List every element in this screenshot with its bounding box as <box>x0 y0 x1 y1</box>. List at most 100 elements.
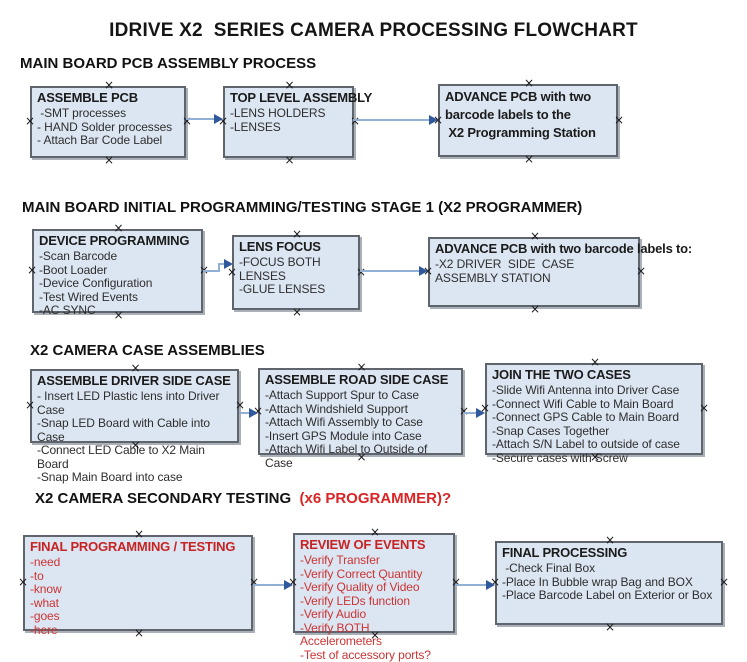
anchor-x-icon <box>370 527 379 536</box>
arrow-line <box>455 584 488 586</box>
flow-box-join-the-two-cases: JOIN THE TWO CASES -Slide Wifi Antenna i… <box>485 363 703 464</box>
connector-arrow <box>186 114 223 124</box>
flow-box-title: ADVANCE PCB with two barcode labels to t… <box>445 89 596 140</box>
connector-elbow-arrow <box>203 259 233 275</box>
flow-step-item: -Verify LEDs function <box>300 593 410 608</box>
section-header-secondary-testing: X2 CAMERA SECONDARY TESTING (x6 PROGRAMM… <box>35 490 451 507</box>
flow-step-item: -Snap Main Board into case <box>37 470 183 484</box>
flow-box-advance-pcb-programming-station: ADVANCE PCB with two barcode labels to t… <box>438 84 618 157</box>
flow-step-item: -Test of accessory ports? <box>300 647 431 662</box>
arrow-head-icon <box>429 115 438 125</box>
arrow-line <box>218 263 220 272</box>
flow-step-item: -LENSES <box>230 119 281 134</box>
arrow-line <box>218 263 226 265</box>
anchor-x-icon <box>27 265 36 274</box>
anchor-x-icon <box>530 231 539 240</box>
page-title: IDRIVE X2 SERIES CAMERA PROCESSING FLOWC… <box>109 20 638 41</box>
arrow-head-icon <box>214 114 223 124</box>
flow-step-item: -what <box>30 595 59 610</box>
flow-step-item: -AC SYNC <box>39 303 96 317</box>
flow-box-title: JOIN THE TWO CASES <box>492 367 631 382</box>
connector-arrow <box>353 115 438 125</box>
connector-arrow <box>239 408 258 418</box>
arrow-line <box>360 270 421 272</box>
anchor-x-icon <box>636 266 645 275</box>
anchor-x-icon <box>699 403 708 412</box>
flow-step-item: -Verify Quality of Video <box>300 580 420 594</box>
flow-step-item: -Snap LED Board with Cable into Case <box>37 416 214 444</box>
flow-box-title: FINAL PROGRAMMING / TESTING <box>30 539 236 554</box>
flow-step-item: -Secure cases with Screw <box>492 450 628 465</box>
flow-step-item: -Verify Audio <box>300 607 367 621</box>
flow-box-title: TOP LEVEL ASSEMBLY <box>230 90 373 105</box>
flow-box-top-level-assembly: TOP LEVEL ASSEMBLY -LENS HOLDERS -LENSES <box>223 86 373 158</box>
section-header-case-assemblies: X2 CAMERA CASE ASSEMBLIES <box>30 342 265 359</box>
flow-step-item: -Place Barcode Label on Exterior or Box <box>502 588 713 602</box>
anchor-x-icon <box>590 357 599 366</box>
flow-step-item: -GLUE LENSES <box>239 282 326 296</box>
flow-box-title: ASSEMBLE DRIVER SIDE CASE <box>37 373 231 388</box>
anchor-x-icon <box>530 304 539 313</box>
arrow-line <box>186 118 216 120</box>
flow-step-item: -Verify Transfer <box>300 553 380 567</box>
anchor-x-icon <box>605 535 614 544</box>
flow-box-device-programming: DEVICE PROGRAMMING -Scan Barcode -Boot L… <box>32 229 203 317</box>
anchor-x-icon <box>285 155 294 164</box>
arrow-head-icon <box>284 580 293 590</box>
flow-step-item: - HAND Solder processes <box>37 119 173 134</box>
arrow-head-icon <box>249 408 258 418</box>
arrow-line <box>203 270 220 272</box>
flow-box-final-programming-testing: FINAL PROGRAMMING / TESTING -need -to -k… <box>23 535 253 636</box>
anchor-x-icon <box>292 307 301 316</box>
flow-box-review-of-events: REVIEW OF EVENTS -Verify Transfer -Verif… <box>293 533 455 661</box>
anchor-x-icon <box>605 622 614 631</box>
anchor-x-icon <box>25 400 34 409</box>
anchor-x-icon <box>18 577 27 586</box>
arrow-line <box>239 412 251 414</box>
flow-box-title: DEVICE PROGRAMMING <box>39 233 190 248</box>
flow-step-item: -Device Configuration <box>39 276 153 290</box>
flow-step-item: -need <box>30 555 61 569</box>
flow-step-item: -Scan Barcode <box>39 249 118 263</box>
flow-step-item: - Attach Bar Code Label <box>37 133 163 147</box>
arrow-line <box>253 584 286 586</box>
anchor-x-icon <box>524 78 533 87</box>
anchor-x-icon <box>357 362 366 371</box>
flow-step-item: -Attach Support Spur to Case <box>265 388 419 402</box>
anchor-x-icon <box>524 154 533 163</box>
flow-step-item: -X2 DRIVER SIDE CASE ASSEMBLY STATION <box>435 257 580 285</box>
flow-box-final-processing: FINAL PROCESSING -Check Final Box -Place… <box>495 541 723 625</box>
flow-box-title: REVIEW OF EVENTS <box>300 537 426 552</box>
flow-box-title: ADVANCE PCB with two barcode labels to: <box>435 241 693 256</box>
anchor-x-icon <box>104 80 113 89</box>
flow-step-item: -Slide Wifi Antenna into Driver Case <box>492 383 680 397</box>
arrow-line <box>353 119 431 121</box>
flow-box-advance-pcb-driver-side: ADVANCE PCB with two barcode labels to: … <box>428 237 693 307</box>
flow-step-item: -Snap Cases Together <box>492 423 610 438</box>
anchor-x-icon <box>131 363 140 372</box>
arrow-head-icon <box>419 266 428 276</box>
flow-step-item: -Boot Loader <box>39 262 108 277</box>
anchor-x-icon <box>114 223 123 232</box>
flow-step-item: -SMT processes <box>37 106 126 120</box>
arrow-head-icon <box>486 580 495 590</box>
anchor-x-icon <box>104 155 113 164</box>
anchor-x-icon <box>25 116 34 125</box>
flow-step-item: -Connect Wifi Cable to Main Board <box>492 396 674 411</box>
flow-step-item: -Insert GPS Module into Case <box>265 428 422 443</box>
flow-step-item: -FOCUS BOTH LENSES <box>239 255 324 283</box>
anchor-x-icon <box>292 229 301 238</box>
flow-step-item: -know <box>30 582 62 596</box>
flow-step-item: -Attach Wifi Assembly to Case <box>265 415 423 429</box>
section-header-text: X2 CAMERA SECONDARY TESTING <box>35 490 300 507</box>
section-header-initial-programming: MAIN BOARD INITIAL PROGRAMMING/TESTING S… <box>22 199 583 216</box>
flow-box-title: FINAL PROCESSING <box>502 545 628 560</box>
connector-arrow <box>253 580 293 590</box>
connector-arrow <box>463 408 485 418</box>
section-header-red-text: (x6 PROGRAMMER)? <box>299 490 452 507</box>
flow-step-item: -Test Wired Events <box>39 289 138 304</box>
arrow-head-icon <box>476 408 485 418</box>
flow-box-assemble-road-side-case: ASSEMBLE ROAD SIDE CASE -Attach Support … <box>258 368 463 469</box>
flow-step-item: -Connect LED Cable to X2 Main Board <box>37 443 209 471</box>
